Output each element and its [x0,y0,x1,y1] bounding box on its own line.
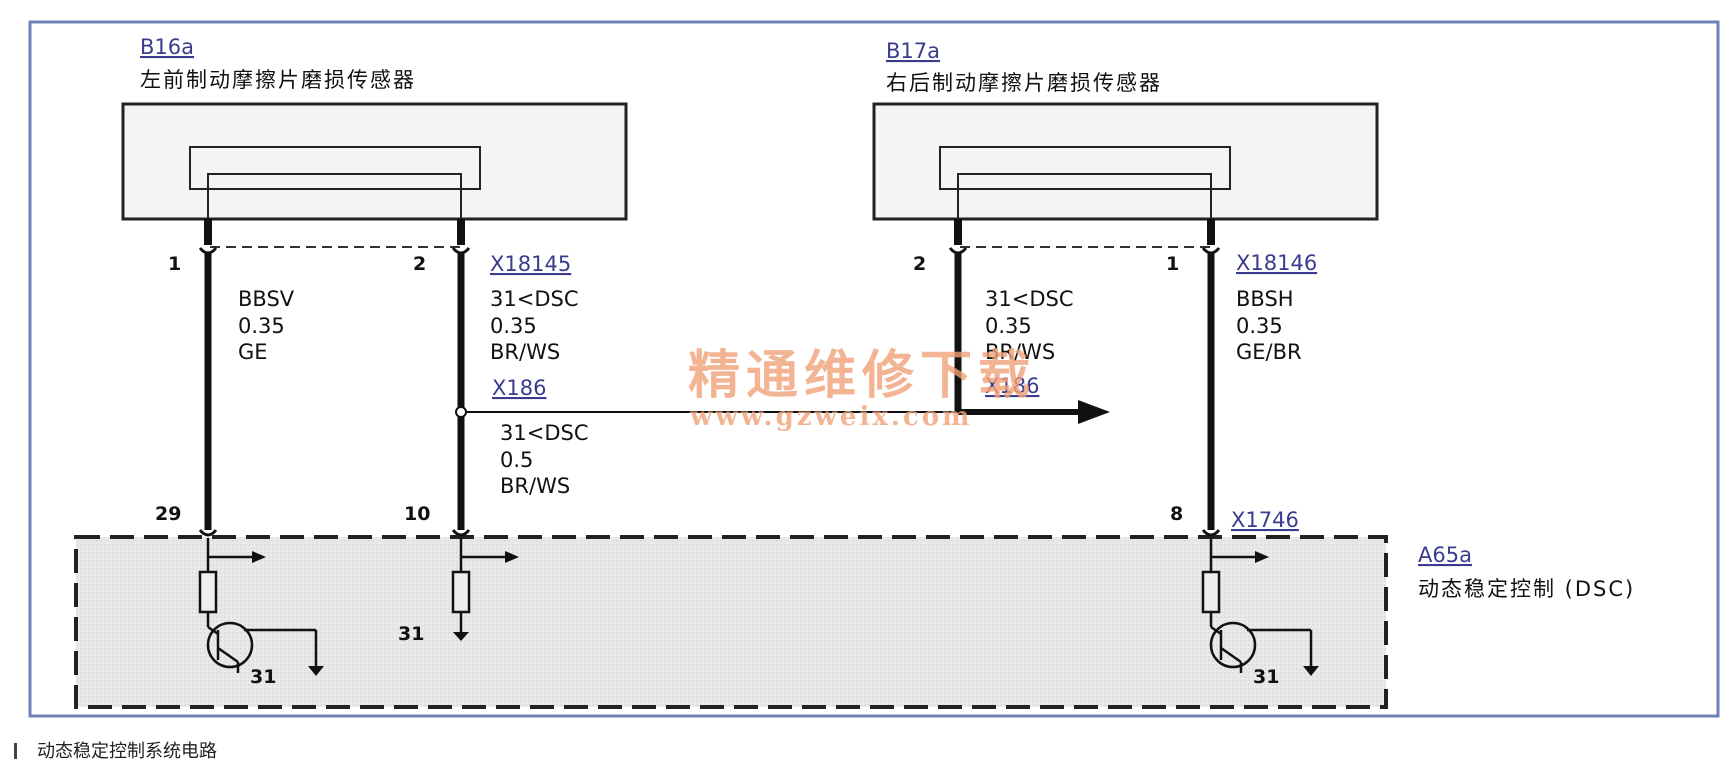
resistor [451,570,471,614]
wire-bbsh-gauge: 0.35 [1236,314,1283,338]
ground-label-10: 31 [398,623,424,645]
figure-caption: 动态稳定控制系统电路 [14,737,217,763]
wire-bbsh-color: GE/BR [1236,340,1302,364]
dsc-module-box [74,535,1388,709]
wire-bbsh-signal: BBSH [1236,287,1294,311]
pin-8: 8 [1170,503,1183,525]
right-sensor-id[interactable]: B17a [886,39,940,63]
splice-node [455,406,467,418]
right-sensor-name: 右后制动摩擦片磨损传感器 [886,71,1162,95]
left-sensor-body [121,102,628,221]
dsc-module-name: 动态稳定控制 (DSC) [1418,577,1635,601]
connector-x1746[interactable]: X1746 [1231,508,1299,532]
pin-1: 1 [168,253,181,275]
outer-frame [28,20,1720,718]
watermark-url: www.gzweix.com [689,402,973,432]
wire-bbsv-gauge: 0.35 [238,314,285,338]
left-sensor [121,102,628,227]
ground-mark-29 [308,666,324,676]
wires [198,219,1221,530]
ground-mark-8 [1303,666,1319,676]
connector-x186-right[interactable]: X186 [985,374,1039,398]
wire-31-right-signal: 31<DSC [985,287,1073,311]
caption-marker [14,743,17,759]
resistor [198,570,218,614]
wire-x186-gauge: 0.5 [500,448,533,472]
ground-label-8: 31 [1253,666,1279,688]
right-sensor-outer-loop [939,146,1231,190]
wire-x186-color: BR/WS [500,474,570,498]
transistor [1209,621,1257,669]
wire-bbsv-color: GE [238,340,268,364]
connector-x18145[interactable]: X18145 [490,252,571,276]
left-sensor-name: 左前制动摩擦片磨损传感器 [140,68,416,92]
wire-31-left-gauge: 0.35 [490,314,537,338]
right-sensor-inner-loop [957,173,1212,227]
connector-x18146[interactable]: X18146 [1236,251,1317,275]
right-sensor-body [872,102,1379,221]
transistor [206,621,254,669]
x186-arrow-head [1078,400,1110,424]
signal-arrow-8 [1255,551,1269,563]
signal-arrow-10 [505,551,519,563]
wire-31-right-color: BR/WS [985,340,1055,364]
wire-31-left-signal: 31<DSC [490,287,578,311]
watermark-title: 精通维修下载 [688,345,1036,406]
right-sensor [872,102,1379,227]
dsc-plug-10 [451,529,471,537]
resistor [1201,570,1221,614]
dsc-circuit-10 [451,538,508,632]
wire-31-right-gauge: 0.35 [985,314,1032,338]
wire-31-left-color: BR/WS [490,340,560,364]
ground-mark-10 [453,632,469,641]
pin-right-1: 1 [1166,253,1179,275]
dsc-circuit-8 [1201,538,1313,673]
ground-label-29: 31 [250,666,276,688]
wire-bbsv-signal: BBSV [238,287,295,311]
pin-right-2: 2 [913,253,926,275]
signal-arrow-29 [252,551,266,563]
left-sensor-inner-loop [207,173,462,227]
pin-29: 29 [155,503,181,525]
connector-x186-left[interactable]: X186 [492,376,546,400]
left-sensor-outer-loop [189,146,481,190]
pin-2: 2 [413,253,426,275]
caption-text: 动态稳定控制系统电路 [37,741,217,762]
dsc-circuit-29 [198,538,318,673]
dsc-module-id[interactable]: A65a [1418,543,1472,567]
left-sensor-id[interactable]: B16a [140,35,194,59]
dsc-plug-8 [1201,529,1221,537]
pin-10: 10 [404,503,430,525]
wire-x186-signal: 31<DSC [500,421,588,445]
dsc-plug-29 [198,529,218,537]
